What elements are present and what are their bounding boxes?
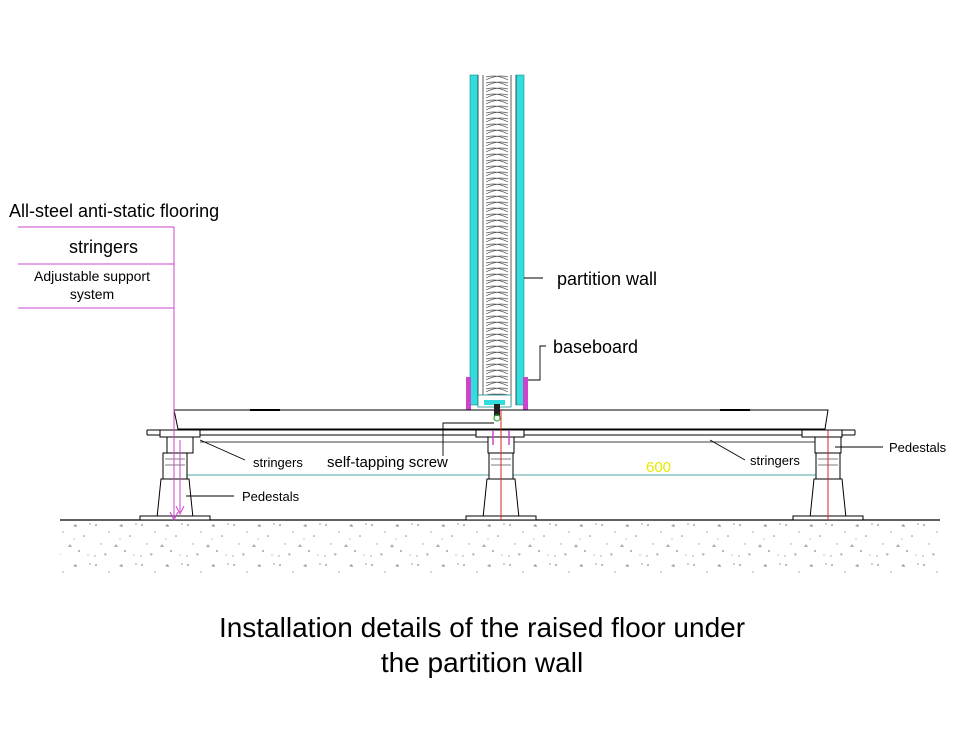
leader-lines [186,277,883,497]
partition-wall [466,74,528,410]
label-stringers-right: stringers [750,453,800,468]
caption-line1: Installation details of the raised floor… [219,612,745,643]
dimension-label: 600 [646,459,671,476]
label-partition-wall: partition wall [557,269,657,289]
legend-stringers: stringers [69,237,138,257]
legend-support-line1: Adjustable support [34,268,150,284]
label-self-tapping-screw: self-tapping screw [327,454,448,471]
label-stringers-left: stringers [253,455,303,470]
pedestal-right [792,429,864,521]
label-pedestals-left: Pedestals [242,489,300,504]
label-baseboard: baseboard [553,337,638,357]
label-pedestals-right: Pedestals [889,440,947,455]
legend-heading: All-steel anti-static flooring [9,201,219,221]
caption-line2: the partition wall [381,647,583,678]
pedestal-center [465,410,537,521]
screw-marker [493,404,501,422]
legend-support-line2: system [70,286,114,302]
legend-block [18,226,185,522]
concrete-slab [60,519,940,573]
wall-insulation [485,75,509,399]
